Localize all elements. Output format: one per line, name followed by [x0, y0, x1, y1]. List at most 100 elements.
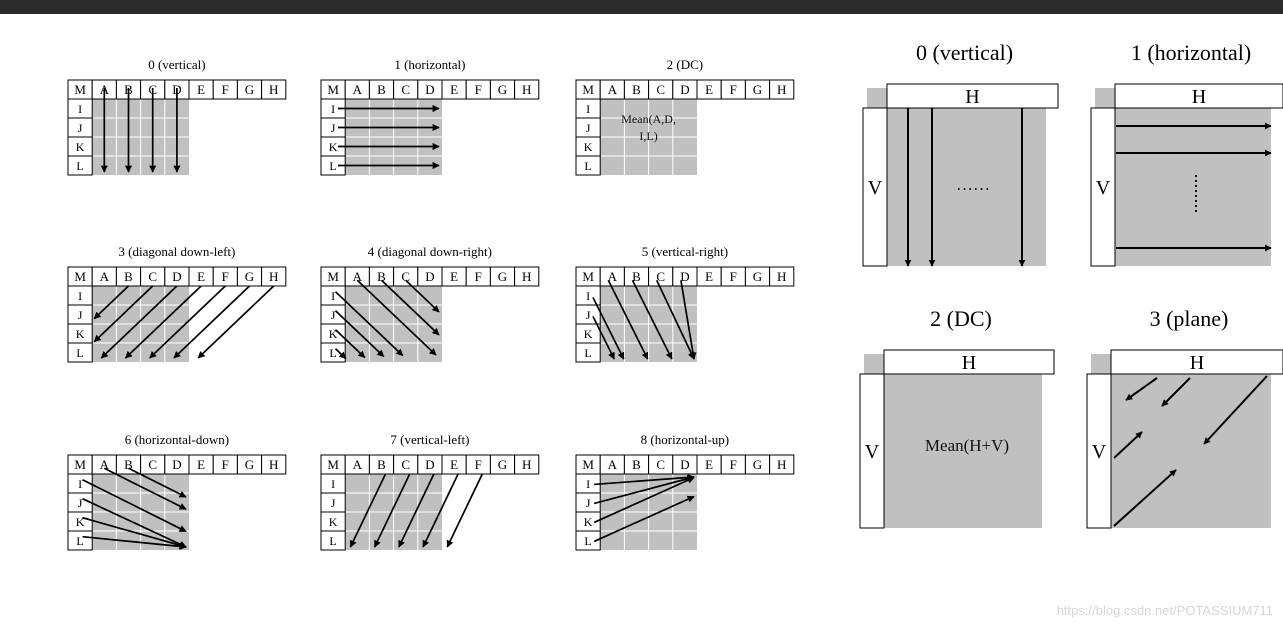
- neighbor-label: F: [730, 82, 737, 97]
- ellipsis-dot: [1194, 179, 1198, 183]
- neighbor-label: C: [656, 269, 665, 284]
- left-neighbor-label: V: [868, 177, 883, 199]
- neighbor-label: G: [753, 269, 762, 284]
- neighbor-label: I: [331, 102, 335, 116]
- neighbor-label: H: [269, 82, 278, 97]
- ellipsis-dot: [1194, 204, 1198, 208]
- prediction-arrow: [128, 467, 187, 498]
- neighbor-label: M: [74, 457, 86, 472]
- neighbor-cell: [769, 454, 795, 475]
- neighbor-label: E: [705, 269, 713, 284]
- neighbor-label: F: [730, 457, 737, 472]
- left-neighbor-strip: [1090, 107, 1116, 267]
- large-mode-title: 2 (DC): [930, 306, 992, 331]
- prediction-arrow: [334, 310, 385, 358]
- neighbor-label: E: [705, 82, 713, 97]
- large-mode-title: 1 (horizontal): [1131, 40, 1251, 65]
- neighbor-label: D: [425, 269, 434, 284]
- neighbor-cell: [514, 79, 540, 100]
- neighbor-label: M: [327, 269, 339, 284]
- neighbor-label: K: [76, 327, 85, 341]
- neighbor-label: M: [582, 82, 594, 97]
- mode-title: 7 (vertical-left): [390, 432, 469, 447]
- mode-title: 2 (DC): [667, 57, 703, 72]
- neighbor-label: E: [197, 457, 205, 472]
- top-neighbor-strip: [1110, 349, 1283, 375]
- mode-title: 4 (diagonal down-right): [368, 244, 492, 259]
- neighbor-label: J: [78, 121, 83, 135]
- ellipsis-dot: [1194, 189, 1198, 193]
- neighbor-label: C: [148, 457, 157, 472]
- ellipsis-dot: [1194, 209, 1198, 213]
- neighbor-label: D: [425, 457, 434, 472]
- neighbor-label: K: [584, 327, 593, 341]
- prediction-arrow: [373, 473, 411, 548]
- watermark: https://blog.csdn.net/POTASSIUM711: [1056, 603, 1273, 618]
- prediction-arrow: [334, 348, 347, 360]
- neighbor-label: L: [329, 534, 336, 548]
- predicted-block: [1095, 88, 1271, 266]
- neighbor-cell: [67, 342, 93, 363]
- prediction-arrow: [1125, 377, 1158, 401]
- neighbor-label: J: [331, 496, 336, 510]
- prediction-arrow: [82, 497, 187, 548]
- ellipsis-dot: [1194, 184, 1198, 188]
- neighbor-label: I: [586, 289, 590, 303]
- neighbor-label: G: [245, 457, 254, 472]
- prediction-arrow: [197, 285, 275, 359]
- left-neighbor-label: V: [1096, 177, 1111, 199]
- mean-label: Mean(A,D,: [621, 112, 676, 126]
- neighbor-label: H: [522, 82, 531, 97]
- neighbor-label: C: [401, 82, 410, 97]
- prediction-arrow: [1113, 469, 1177, 527]
- neighbor-label: H: [522, 269, 531, 284]
- neighbor-label: A: [608, 457, 618, 472]
- predicted-block: [864, 354, 1042, 528]
- large-mode-title: 0 (vertical): [916, 40, 1013, 65]
- left-neighbor-strip: [1086, 373, 1112, 529]
- neighbor-label: H: [269, 269, 278, 284]
- prediction-arrow: [592, 297, 625, 360]
- ellipsis-dot: [1194, 194, 1198, 198]
- neighbor-cell: [769, 79, 795, 100]
- neighbor-label: A: [608, 269, 618, 284]
- neighbor-cell: [320, 530, 346, 551]
- ellipsis-dot: [1194, 199, 1198, 203]
- neighbor-label: I: [586, 102, 590, 116]
- prediction-arrow: [592, 316, 616, 360]
- neighbor-label: F: [475, 82, 482, 97]
- neighbor-cell: [67, 530, 93, 551]
- neighbor-label: A: [100, 457, 110, 472]
- neighbor-label: G: [753, 82, 762, 97]
- ellipsis-label: ……: [956, 175, 990, 194]
- neighbor-label: B: [377, 82, 386, 97]
- ellipsis-dot: [1194, 174, 1198, 178]
- neighbor-label: B: [124, 457, 133, 472]
- neighbor-label: J: [78, 496, 83, 510]
- prediction-arrow: [405, 279, 440, 313]
- neighbor-label: H: [777, 269, 786, 284]
- neighbor-label: B: [632, 82, 641, 97]
- neighbor-label: D: [172, 457, 181, 472]
- neighbor-label: I: [78, 289, 82, 303]
- prediction-arrow: [356, 279, 437, 356]
- prediction-arrow: [446, 473, 484, 548]
- prediction-arrow: [334, 329, 366, 359]
- neighbor-label: H: [522, 457, 531, 472]
- neighbor-label: A: [100, 269, 110, 284]
- top-neighbor-strip: [883, 349, 1055, 375]
- prediction-arrow: [82, 516, 187, 549]
- neighbor-label: L: [584, 346, 591, 360]
- neighbor-cell: [261, 79, 287, 100]
- neighbor-label: F: [222, 82, 229, 97]
- prediction-arrow: [93, 285, 130, 320]
- neighbor-label: A: [353, 457, 363, 472]
- neighbor-label: G: [498, 269, 507, 284]
- top-neighbor-label: H: [1190, 352, 1204, 374]
- prediction-arrow: [173, 285, 251, 359]
- neighbor-cell: [575, 530, 601, 551]
- prediction-arrow: [398, 473, 435, 548]
